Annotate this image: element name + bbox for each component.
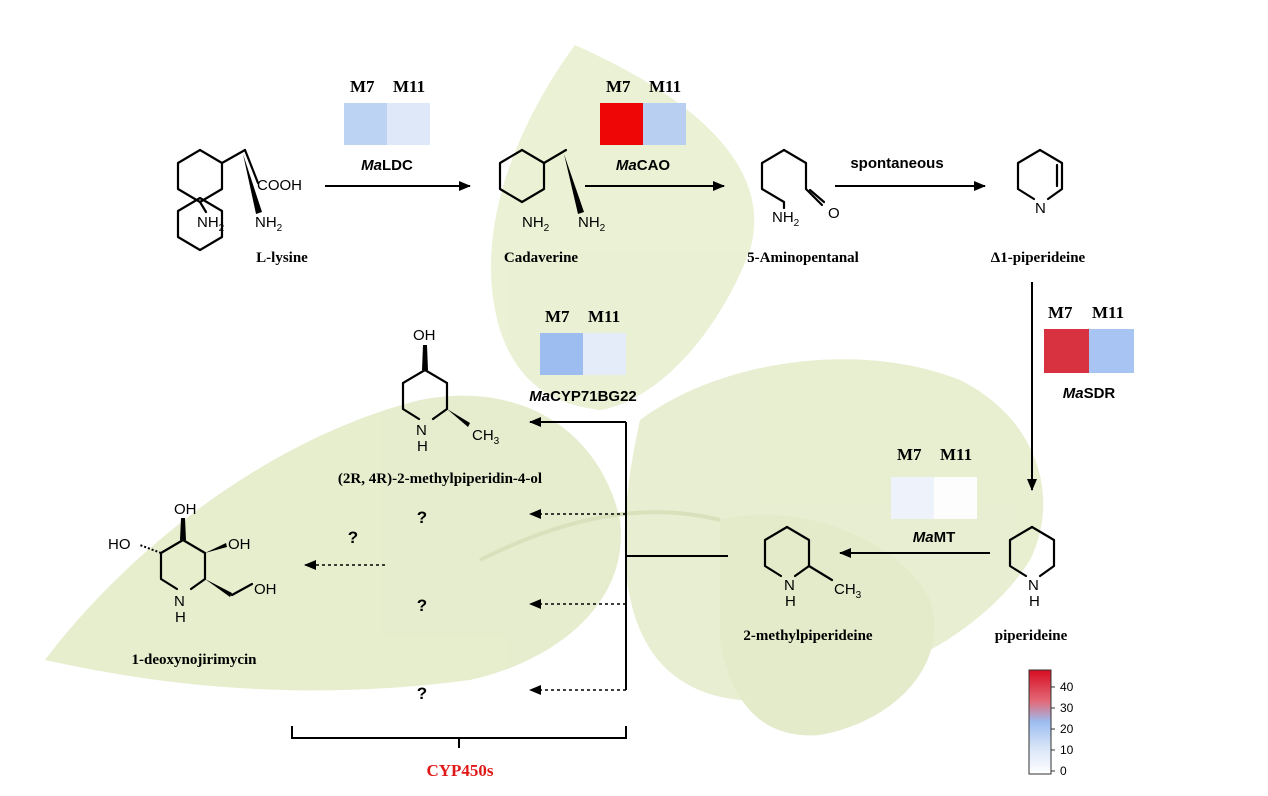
leaf-background (45, 45, 1044, 736)
header-m11: M11 (940, 445, 972, 464)
enzyme-label: MaLDC (361, 157, 413, 174)
heatmap-mt: M7 M11 MaMT (891, 445, 977, 546)
leaf-left (45, 395, 621, 691)
unknown-product-1: ? (417, 508, 427, 527)
methylpiperideine-structure: N H CH3 (763, 525, 862, 610)
label-dnj: 1-deoxynojirimycin (132, 652, 258, 668)
svg-text:N: N (416, 422, 427, 439)
svg-text:H: H (1029, 593, 1040, 610)
leaf-vein (479, 510, 721, 562)
label-piperideine: piperideine (995, 628, 1068, 644)
header-m11: M11 (588, 307, 620, 326)
color-scale-bar (1028, 669, 1052, 775)
leaf-top (490, 45, 755, 410)
piperideine-structure: N H (1008, 525, 1056, 610)
svg-text:OH: OH (413, 327, 436, 344)
piperideine-d1-structure: N (1016, 148, 1064, 217)
unknown-product-3: ? (417, 596, 427, 615)
header-m7: M7 (350, 77, 375, 96)
lysine-structure: COOH NH2 NH2 (176, 148, 302, 252)
header-m7: M7 (1048, 303, 1073, 322)
svg-text:NH2: NH2 (197, 214, 225, 234)
tick-10: 10 (1060, 743, 1074, 757)
cell-m11 (1089, 329, 1134, 373)
svg-text:COOH: COOH (257, 177, 302, 194)
svg-text:OH: OH (228, 536, 251, 553)
tick-30: 30 (1060, 701, 1074, 715)
svg-text:NH2: NH2 (522, 214, 550, 234)
header-m7: M7 (606, 77, 631, 96)
cell-m7 (540, 333, 583, 375)
svg-text:OH: OH (174, 501, 197, 518)
svg-text:H: H (175, 609, 186, 626)
leaf-bottom-right (720, 514, 935, 736)
header-m7: M7 (897, 445, 922, 464)
cell-m7 (891, 477, 934, 519)
label-lysine: L-lysine (256, 250, 308, 266)
label-methylpiperideine: 2-methylpiperideine (743, 628, 872, 644)
dnj-structure: OH HO OH OH N H (108, 501, 277, 626)
enzyme-label: MaCYP71BG22 (529, 388, 637, 405)
heatmap-cyp: M7 M11 MaCYP71BG22 (529, 307, 637, 405)
tick-0: 0 (1060, 764, 1067, 778)
svg-text:N: N (1035, 200, 1046, 217)
cell-m11 (934, 477, 977, 519)
label-cadaverine: Cadaverine (504, 250, 579, 266)
svg-text:CH3: CH3 (472, 427, 500, 447)
cadaverine-structure: NH2 NH2 (498, 148, 606, 234)
cell-m11 (387, 103, 430, 145)
label-piperideine-d1: Δ1-piperideine (991, 250, 1086, 266)
cell-m7 (600, 103, 643, 145)
cyp-branch (304, 417, 728, 695)
cell-m7 (344, 103, 387, 145)
svg-text:H: H (785, 593, 796, 610)
enzyme-label: MaCAO (616, 157, 671, 174)
tick-20: 20 (1060, 722, 1074, 736)
header-m11: M11 (649, 77, 681, 96)
label-aminopentanal: 5-Aminopentanal (747, 250, 859, 266)
heatmap-ldc: M7 M11 MaLDC (344, 77, 430, 174)
unknown-product-2: ? (348, 528, 358, 547)
cell-m11 (643, 103, 686, 145)
svg-text:N: N (1028, 577, 1039, 594)
header-m11: M11 (1092, 303, 1124, 322)
svg-text:NH2: NH2 (255, 214, 283, 234)
header-m11: M11 (393, 77, 425, 96)
tick-40: 40 (1060, 680, 1074, 694)
svg-text:O: O (828, 205, 840, 222)
heatmap-cao: M7 M11 MaCAO (600, 77, 686, 174)
color-scale-legend: 40 30 20 10 0 (1028, 669, 1074, 778)
heatmap-sdr: M7 M11 MaSDR (1044, 303, 1134, 402)
cell-m7 (1044, 329, 1089, 373)
header-m7: M7 (545, 307, 570, 326)
svg-text:N: N (174, 593, 185, 610)
aminopentanal-structure: O NH2 (760, 148, 840, 229)
svg-text:N: N (784, 577, 795, 594)
svg-text:CH3: CH3 (834, 581, 862, 601)
label-spontaneous: spontaneous (850, 155, 943, 172)
cyp450s-bracket (291, 726, 627, 748)
cell-m11 (583, 333, 626, 375)
label-methylpiperidinol: (2R, 4R)-2-methylpiperidin-4-ol (338, 471, 542, 487)
enzyme-label: MaMT (913, 529, 956, 546)
svg-text:NH2: NH2 (772, 209, 800, 229)
svg-text:NH2: NH2 (578, 214, 606, 234)
label-cyp450s: CYP450s (426, 761, 493, 780)
svg-text:OH: OH (254, 581, 277, 598)
svg-text:HO: HO (108, 536, 131, 553)
unknown-product-4: ? (417, 684, 427, 703)
methylpiperidinol-structure: OH N H CH3 (401, 327, 500, 455)
enzyme-label: MaSDR (1063, 385, 1116, 402)
svg-text:H: H (417, 438, 428, 455)
